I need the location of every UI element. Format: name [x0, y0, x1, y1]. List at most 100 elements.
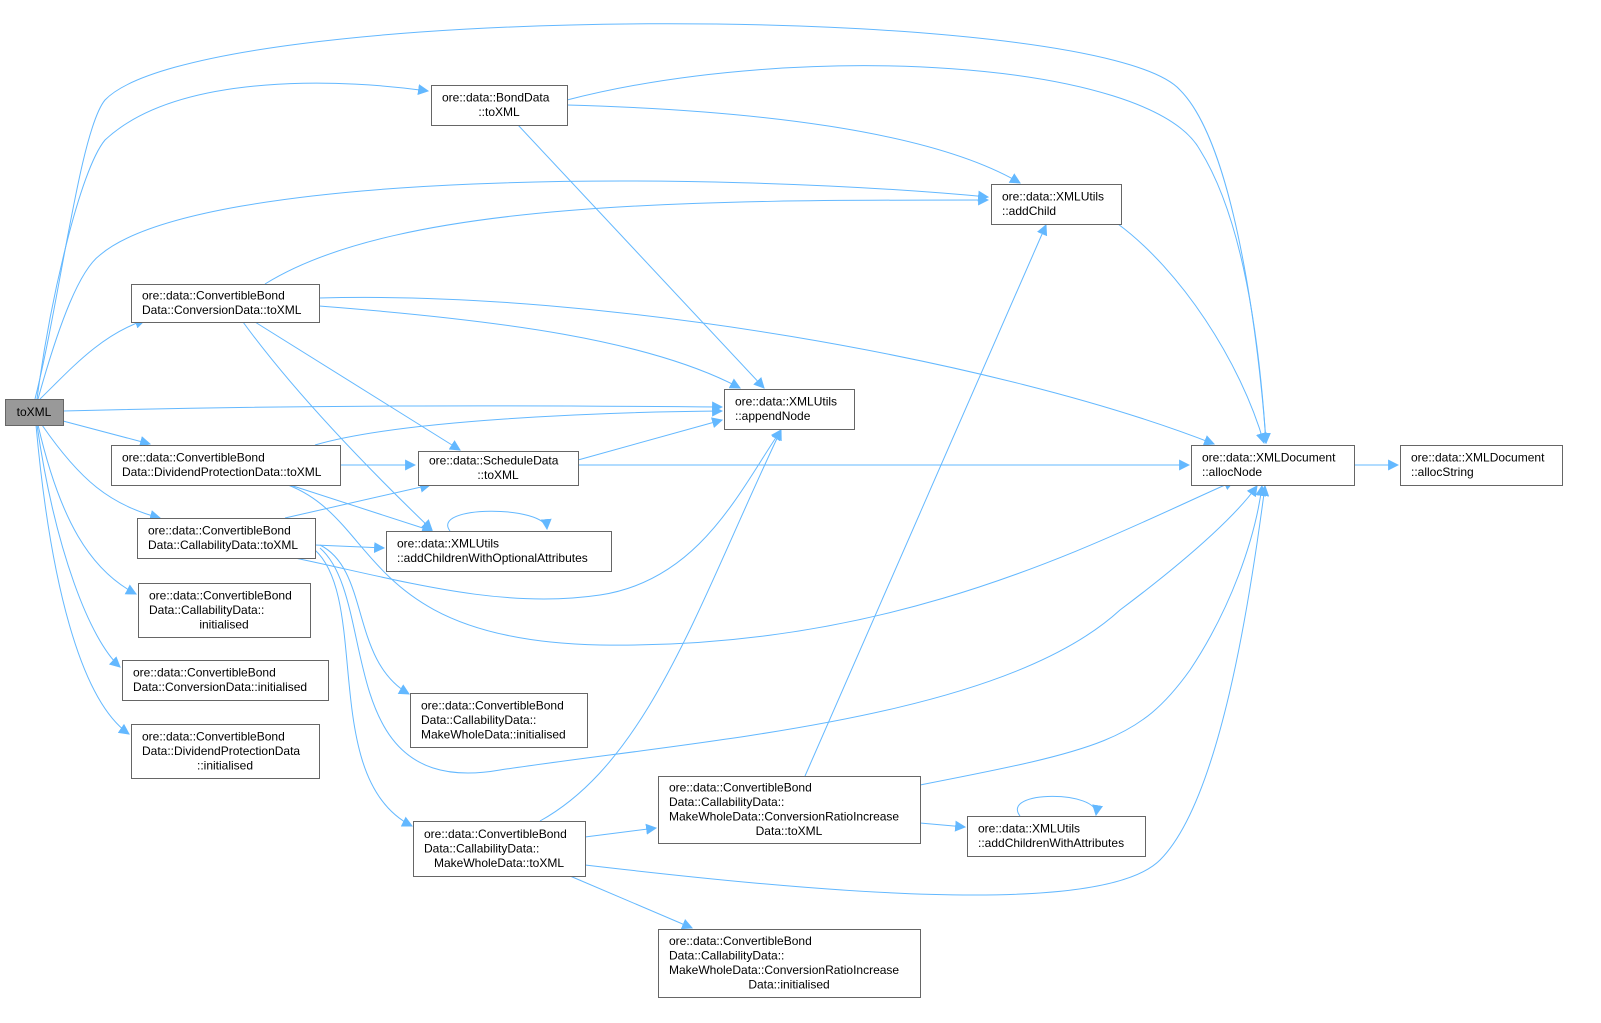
node-label-line: Data::DividendProtectionData::toXML	[122, 465, 322, 479]
edge-divToXML-to-allocNode	[287, 479, 1236, 646]
edge-root-to-callToXML	[41, 424, 162, 521]
node-label-line: ore::data::ConvertibleBond	[142, 729, 285, 743]
node-addAttr[interactable]: ore::data::XMLUtils::addChildrenWithAttr…	[967, 816, 1146, 857]
edge-divToXML-to-addOpt	[289, 484, 434, 534]
node-label-line: MakeWholeData::toXML	[434, 856, 564, 870]
edge-mwToXML-to-allocNode	[584, 484, 1270, 896]
node-divToXML[interactable]: ore::data::ConvertibleBondData::Dividend…	[111, 445, 341, 486]
node-label-line: ::allocString	[1411, 465, 1474, 479]
node-label-line: ore::data::ConvertibleBond	[669, 934, 812, 948]
edge-criToXML-to-allocNode	[919, 484, 1267, 786]
node-criToXML[interactable]: ore::data::ConvertibleBondData::Callabil…	[658, 776, 921, 844]
node-box	[131, 724, 320, 779]
node-label-line: Data::ConversionData::toXML	[142, 303, 302, 317]
edge-root-to-divToXML	[62, 420, 152, 447]
edge-convToXML-to-addOpt	[242, 321, 433, 531]
node-divInit[interactable]: ore::data::ConvertibleBondData::Dividend…	[131, 724, 320, 779]
edge-root-to-callInit	[37, 424, 137, 595]
edge-convToXML-to-allocNode	[318, 296, 1216, 446]
node-addChild[interactable]: ore::data::XMLUtils::addChild	[991, 184, 1122, 225]
node-callInit[interactable]: ore::data::ConvertibleBondData::Callabil…	[138, 583, 311, 638]
node-label-line: Data::toXML	[756, 824, 823, 838]
node-label-line: ore::data::XMLDocument	[1202, 451, 1336, 465]
node-label-line: ore::data::XMLUtils	[735, 395, 837, 409]
node-box	[137, 518, 316, 559]
edge-root-to-convInit	[36, 424, 121, 668]
node-convToXML[interactable]: ore::data::ConvertibleBondData::Conversi…	[131, 284, 320, 323]
node-box	[431, 85, 568, 126]
edge-mwToXML-to-criInit	[569, 875, 694, 930]
node-box	[386, 531, 612, 572]
edge-convToXML-to-addChild	[264, 194, 990, 285]
node-label-line: ore::data::ConvertibleBond	[424, 827, 567, 841]
node-addOpt[interactable]: ore::data::XMLUtils::addChildrenWithOpti…	[386, 531, 612, 572]
node-label-line: Data::CallabilityData::	[669, 949, 784, 963]
node-callToXML[interactable]: ore::data::ConvertibleBondData::Callabil…	[137, 518, 316, 559]
edge-addOpt-to-addOpt	[447, 510, 552, 532]
node-label-line: toXML	[17, 405, 52, 419]
node-box	[131, 284, 320, 323]
edge-schedule-to-appendNode	[577, 417, 724, 461]
node-label-line: Data::DividendProtectionData	[142, 744, 300, 758]
node-schedule[interactable]: ore::data::ScheduleData::toXML	[418, 451, 579, 486]
edge-root-to-convToXML	[39, 317, 147, 400]
node-box	[138, 583, 311, 638]
edge-convToXML-to-appendNode	[318, 305, 741, 389]
node-label-line: Data::CallabilityData::toXML	[148, 538, 298, 552]
edge-bond-to-addChild	[566, 104, 1021, 184]
edge-mwToXML-to-criToXML	[584, 823, 658, 838]
edge-convToXML-to-schedule	[254, 321, 461, 451]
node-label-line: ::toXML	[478, 105, 520, 119]
node-allocString[interactable]: ore::data::XMLDocument::allocString	[1400, 445, 1563, 486]
node-label-line: ::addChildrenWithAttributes	[978, 836, 1124, 850]
node-convInit[interactable]: ore::data::ConvertibleBondData::Conversi…	[122, 660, 329, 701]
node-label-line: ore::data::XMLUtils	[1002, 190, 1104, 204]
node-label-line: MakeWholeData::ConversionRatioIncrease	[669, 963, 899, 977]
edge-criToXML-to-addAttr	[919, 820, 967, 832]
node-appendNode[interactable]: ore::data::XMLUtils::appendNode	[724, 389, 855, 430]
node-label-line: MakeWholeData::ConversionRatioIncrease	[669, 810, 899, 824]
edge-mwToXML-to-appendNode	[539, 429, 782, 822]
node-label-line: ore::data::ConvertibleBond	[142, 289, 285, 303]
node-label-line: ore::data::ScheduleData	[429, 454, 559, 468]
node-label-line: ore::data::ConvertibleBond	[122, 451, 265, 465]
node-label-line: ore::data::ConvertibleBond	[148, 524, 291, 538]
node-box	[418, 451, 579, 486]
edge-root-to-appendNode	[62, 401, 724, 413]
edge-callToXML-to-mwToXML	[314, 549, 413, 827]
node-root[interactable]: toXML	[5, 399, 64, 426]
edge-bond-to-appendNode	[517, 124, 765, 389]
edge-root-to-bond	[36, 82, 430, 400]
edge-bond-to-allocNode	[566, 65, 1271, 445]
edge-criToXML-to-addChild	[804, 223, 1048, 777]
node-label-line: MakeWholeData::initialised	[421, 727, 566, 741]
node-label-line: Data::CallabilityData::	[421, 713, 536, 727]
edge-callToXML-to-addOpt	[314, 542, 386, 554]
edge-callToXML-to-schedule	[284, 481, 432, 519]
edge-callToXML-to-appendNode	[294, 429, 782, 600]
node-label-line: ::initialised	[197, 758, 253, 772]
node-mwToXML[interactable]: ore::data::ConvertibleBondData::Callabil…	[413, 821, 586, 877]
node-label-line: ::appendNode	[735, 409, 811, 423]
node-label-line: ore::data::ConvertibleBond	[133, 666, 276, 680]
node-box	[658, 776, 921, 844]
node-box	[5, 399, 64, 426]
edge-callToXML-to-allocNode	[319, 485, 1258, 774]
node-label-line: ore::data::BondData	[442, 91, 550, 105]
nodes: toXMLore::data::BondData::toXMLore::data…	[5, 85, 1563, 998]
node-label-line: Data::ConversionData::initialised	[133, 680, 307, 694]
node-box	[413, 821, 586, 877]
node-label-line: Data::CallabilityData::	[149, 603, 264, 617]
edge-divToXML-to-appendNode	[314, 405, 724, 446]
node-label-line: initialised	[199, 617, 248, 631]
edge-root-to-allocNode	[34, 23, 1271, 445]
node-allocNode[interactable]: ore::data::XMLDocument::allocNode	[1191, 445, 1355, 486]
node-label-line: ::allocNode	[1202, 465, 1262, 479]
node-bond[interactable]: ore::data::BondData::toXML	[431, 85, 568, 126]
node-criInit[interactable]: ore::data::ConvertibleBondData::Callabil…	[658, 929, 921, 998]
node-mwInit[interactable]: ore::data::ConvertibleBondData::Callabil…	[410, 693, 588, 748]
node-label-line: ::addChild	[1002, 204, 1056, 218]
node-label-line: ::toXML	[477, 468, 519, 482]
node-label-line: ore::data::ConvertibleBond	[669, 781, 812, 795]
